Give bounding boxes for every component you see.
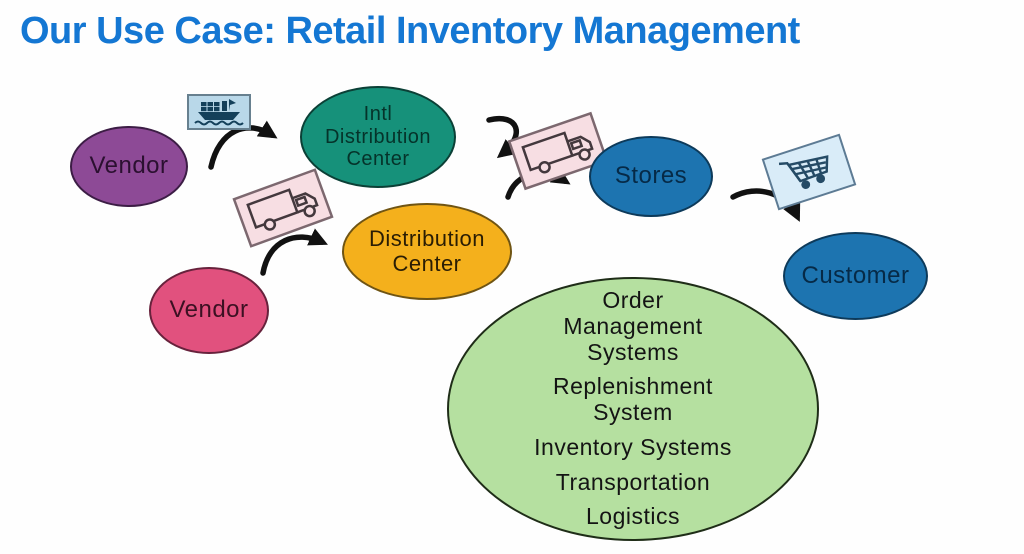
node-intl-distribution-center-label: Intl Distribution Center xyxy=(324,103,432,171)
arrow-stores-to-customer xyxy=(730,188,801,222)
arrow-vendor-to-dc xyxy=(260,228,328,276)
node-vendor-intl: Vendor xyxy=(70,126,188,207)
arrow-vendor-to-intl-dc xyxy=(208,120,278,170)
node-vendor-intl-label: Vendor xyxy=(89,152,169,180)
node-stores-label: Stores xyxy=(614,162,688,190)
system-item-order-management: Order Management Systems xyxy=(563,287,703,365)
node-distribution-center-label: Distribution Center xyxy=(368,225,486,276)
delivery-truck-icon xyxy=(232,168,334,248)
system-item-replenishment: Replenishment System xyxy=(553,373,713,425)
node-stores: Stores xyxy=(589,136,713,217)
node-intl-distribution-center: Intl Distribution Center xyxy=(300,86,456,188)
shopping-cart-icon xyxy=(761,133,857,211)
node-vendor-domestic-label: Vendor xyxy=(169,296,249,324)
cargo-ship-icon xyxy=(187,94,251,130)
system-item-inventory: Inventory Systems xyxy=(534,433,732,460)
delivery-truck-icon xyxy=(507,111,609,191)
node-distribution-center: Distribution Center xyxy=(342,203,512,300)
system-item-logistics: Logistics xyxy=(586,503,680,530)
page-title: Our Use Case: Retail Inventory Managemen… xyxy=(20,10,800,52)
arrow-intl-dc-to-truck xyxy=(486,115,520,159)
node-customer-label: Customer xyxy=(801,261,910,289)
system-item-transportation: Transportation xyxy=(555,468,711,495)
node-customer: Customer xyxy=(783,232,928,320)
supporting-systems-circle: Order Management Systems Replenishment S… xyxy=(447,277,819,541)
node-vendor-domestic: Vendor xyxy=(149,267,269,354)
